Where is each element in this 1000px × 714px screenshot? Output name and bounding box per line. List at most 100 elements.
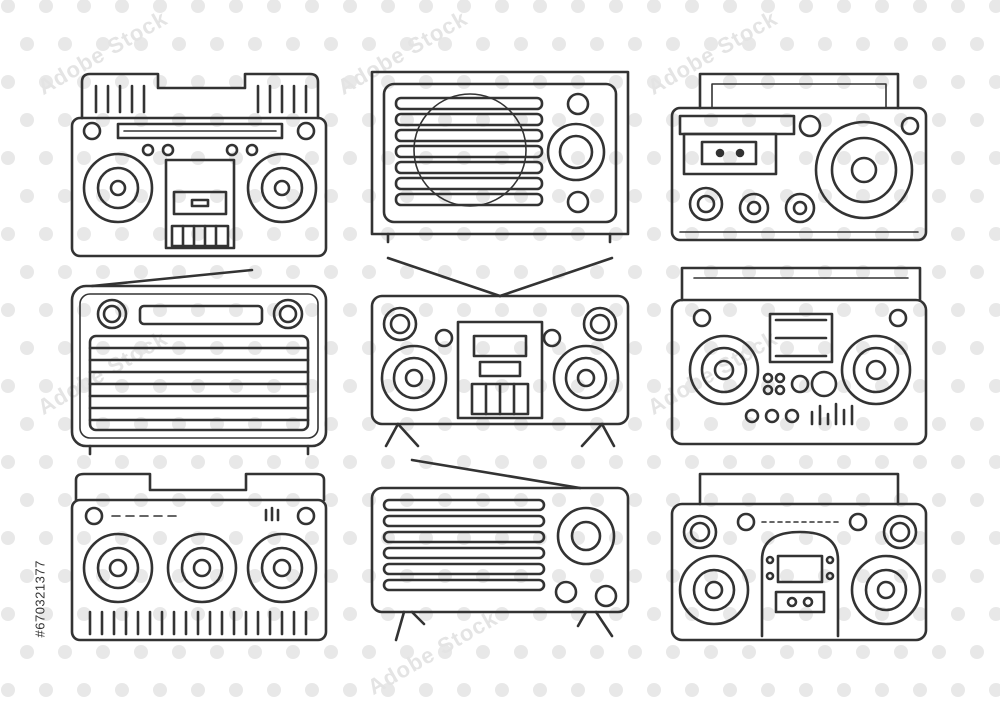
speaker-icon (70, 472, 328, 642)
background-dot (856, 189, 870, 203)
background-dot (1, 151, 15, 165)
background-dot (609, 607, 623, 621)
background-dot (77, 75, 91, 89)
background-dot (552, 37, 566, 51)
background-dot (552, 569, 566, 583)
background-dot (628, 37, 642, 51)
background-dot (875, 151, 889, 165)
background-dot (229, 0, 243, 13)
background-dot (58, 569, 72, 583)
background-dot (647, 75, 661, 89)
background-dot (609, 455, 623, 469)
background-dot (495, 683, 509, 697)
background-dot (419, 683, 433, 697)
background-dot (248, 189, 262, 203)
background-dot (932, 341, 946, 355)
background-dot (761, 75, 775, 89)
background-dot (837, 151, 851, 165)
background-dot (761, 455, 775, 469)
background-dot (818, 341, 832, 355)
background-dot (362, 417, 376, 431)
background-dot (951, 303, 965, 317)
background-dot (970, 569, 984, 583)
background-dot (951, 0, 965, 13)
background-dot (647, 303, 661, 317)
background-dot (723, 75, 737, 89)
radio-icon (370, 458, 630, 642)
background-dot (286, 113, 300, 127)
background-dot (856, 417, 870, 431)
background-dot (628, 645, 642, 659)
background-dot (875, 531, 889, 545)
background-dot (723, 0, 737, 13)
background-dot (647, 379, 661, 393)
background-dot (229, 531, 243, 545)
background-dot (647, 151, 661, 165)
background-dot (533, 0, 547, 13)
background-dot (761, 531, 775, 545)
background-dot (324, 37, 338, 51)
background-dot (970, 37, 984, 51)
background-dot (343, 379, 357, 393)
background-dot (58, 417, 72, 431)
background-dot (799, 151, 813, 165)
background-dot (343, 455, 357, 469)
background-dot (951, 151, 965, 165)
background-dot (39, 531, 53, 545)
background-dot (989, 75, 1000, 89)
background-dot (77, 0, 91, 13)
background-dot (875, 0, 889, 13)
background-dot (647, 531, 661, 545)
background-dot (39, 75, 53, 89)
background-dot (989, 531, 1000, 545)
background-dot (723, 303, 737, 317)
background-dot (647, 683, 661, 697)
background-dot (153, 683, 167, 697)
background-dot (39, 455, 53, 469)
background-dot (799, 227, 813, 241)
background-dot (419, 607, 433, 621)
background-dot (400, 265, 414, 279)
background-dot (799, 75, 813, 89)
background-dot (685, 0, 699, 13)
background-dot (153, 227, 167, 241)
background-dot (970, 417, 984, 431)
background-dot (20, 265, 34, 279)
background-dot (951, 607, 965, 621)
background-dot (229, 75, 243, 89)
background-dot (419, 75, 433, 89)
background-dot (1, 0, 15, 13)
background-dot (495, 303, 509, 317)
background-dot (457, 303, 471, 317)
background-dot (20, 113, 34, 127)
background-dot (419, 0, 433, 13)
background-dot (761, 607, 775, 621)
background-dot (685, 151, 699, 165)
background-dot (875, 455, 889, 469)
background-dot (39, 151, 53, 165)
background-dot (628, 569, 642, 583)
background-dot (837, 0, 851, 13)
background-dot (837, 683, 851, 697)
background-dot (780, 569, 794, 583)
background-dot (932, 113, 946, 127)
background-dot (628, 265, 642, 279)
background-dot (172, 265, 186, 279)
background-dot (343, 227, 357, 241)
background-dot (1, 607, 15, 621)
background-dot (191, 75, 205, 89)
background-dot (172, 645, 186, 659)
background-dot (837, 607, 851, 621)
background-dot (704, 417, 718, 431)
background-dot (761, 227, 775, 241)
background-dot (324, 569, 338, 583)
background-dot (514, 37, 528, 51)
background-dot (191, 0, 205, 13)
background-dot (267, 683, 281, 697)
background-dot (723, 683, 737, 697)
background-dot (39, 227, 53, 241)
background-dot (267, 0, 281, 13)
background-dot (153, 455, 167, 469)
background-dot (58, 493, 72, 507)
background-dot (115, 0, 129, 13)
